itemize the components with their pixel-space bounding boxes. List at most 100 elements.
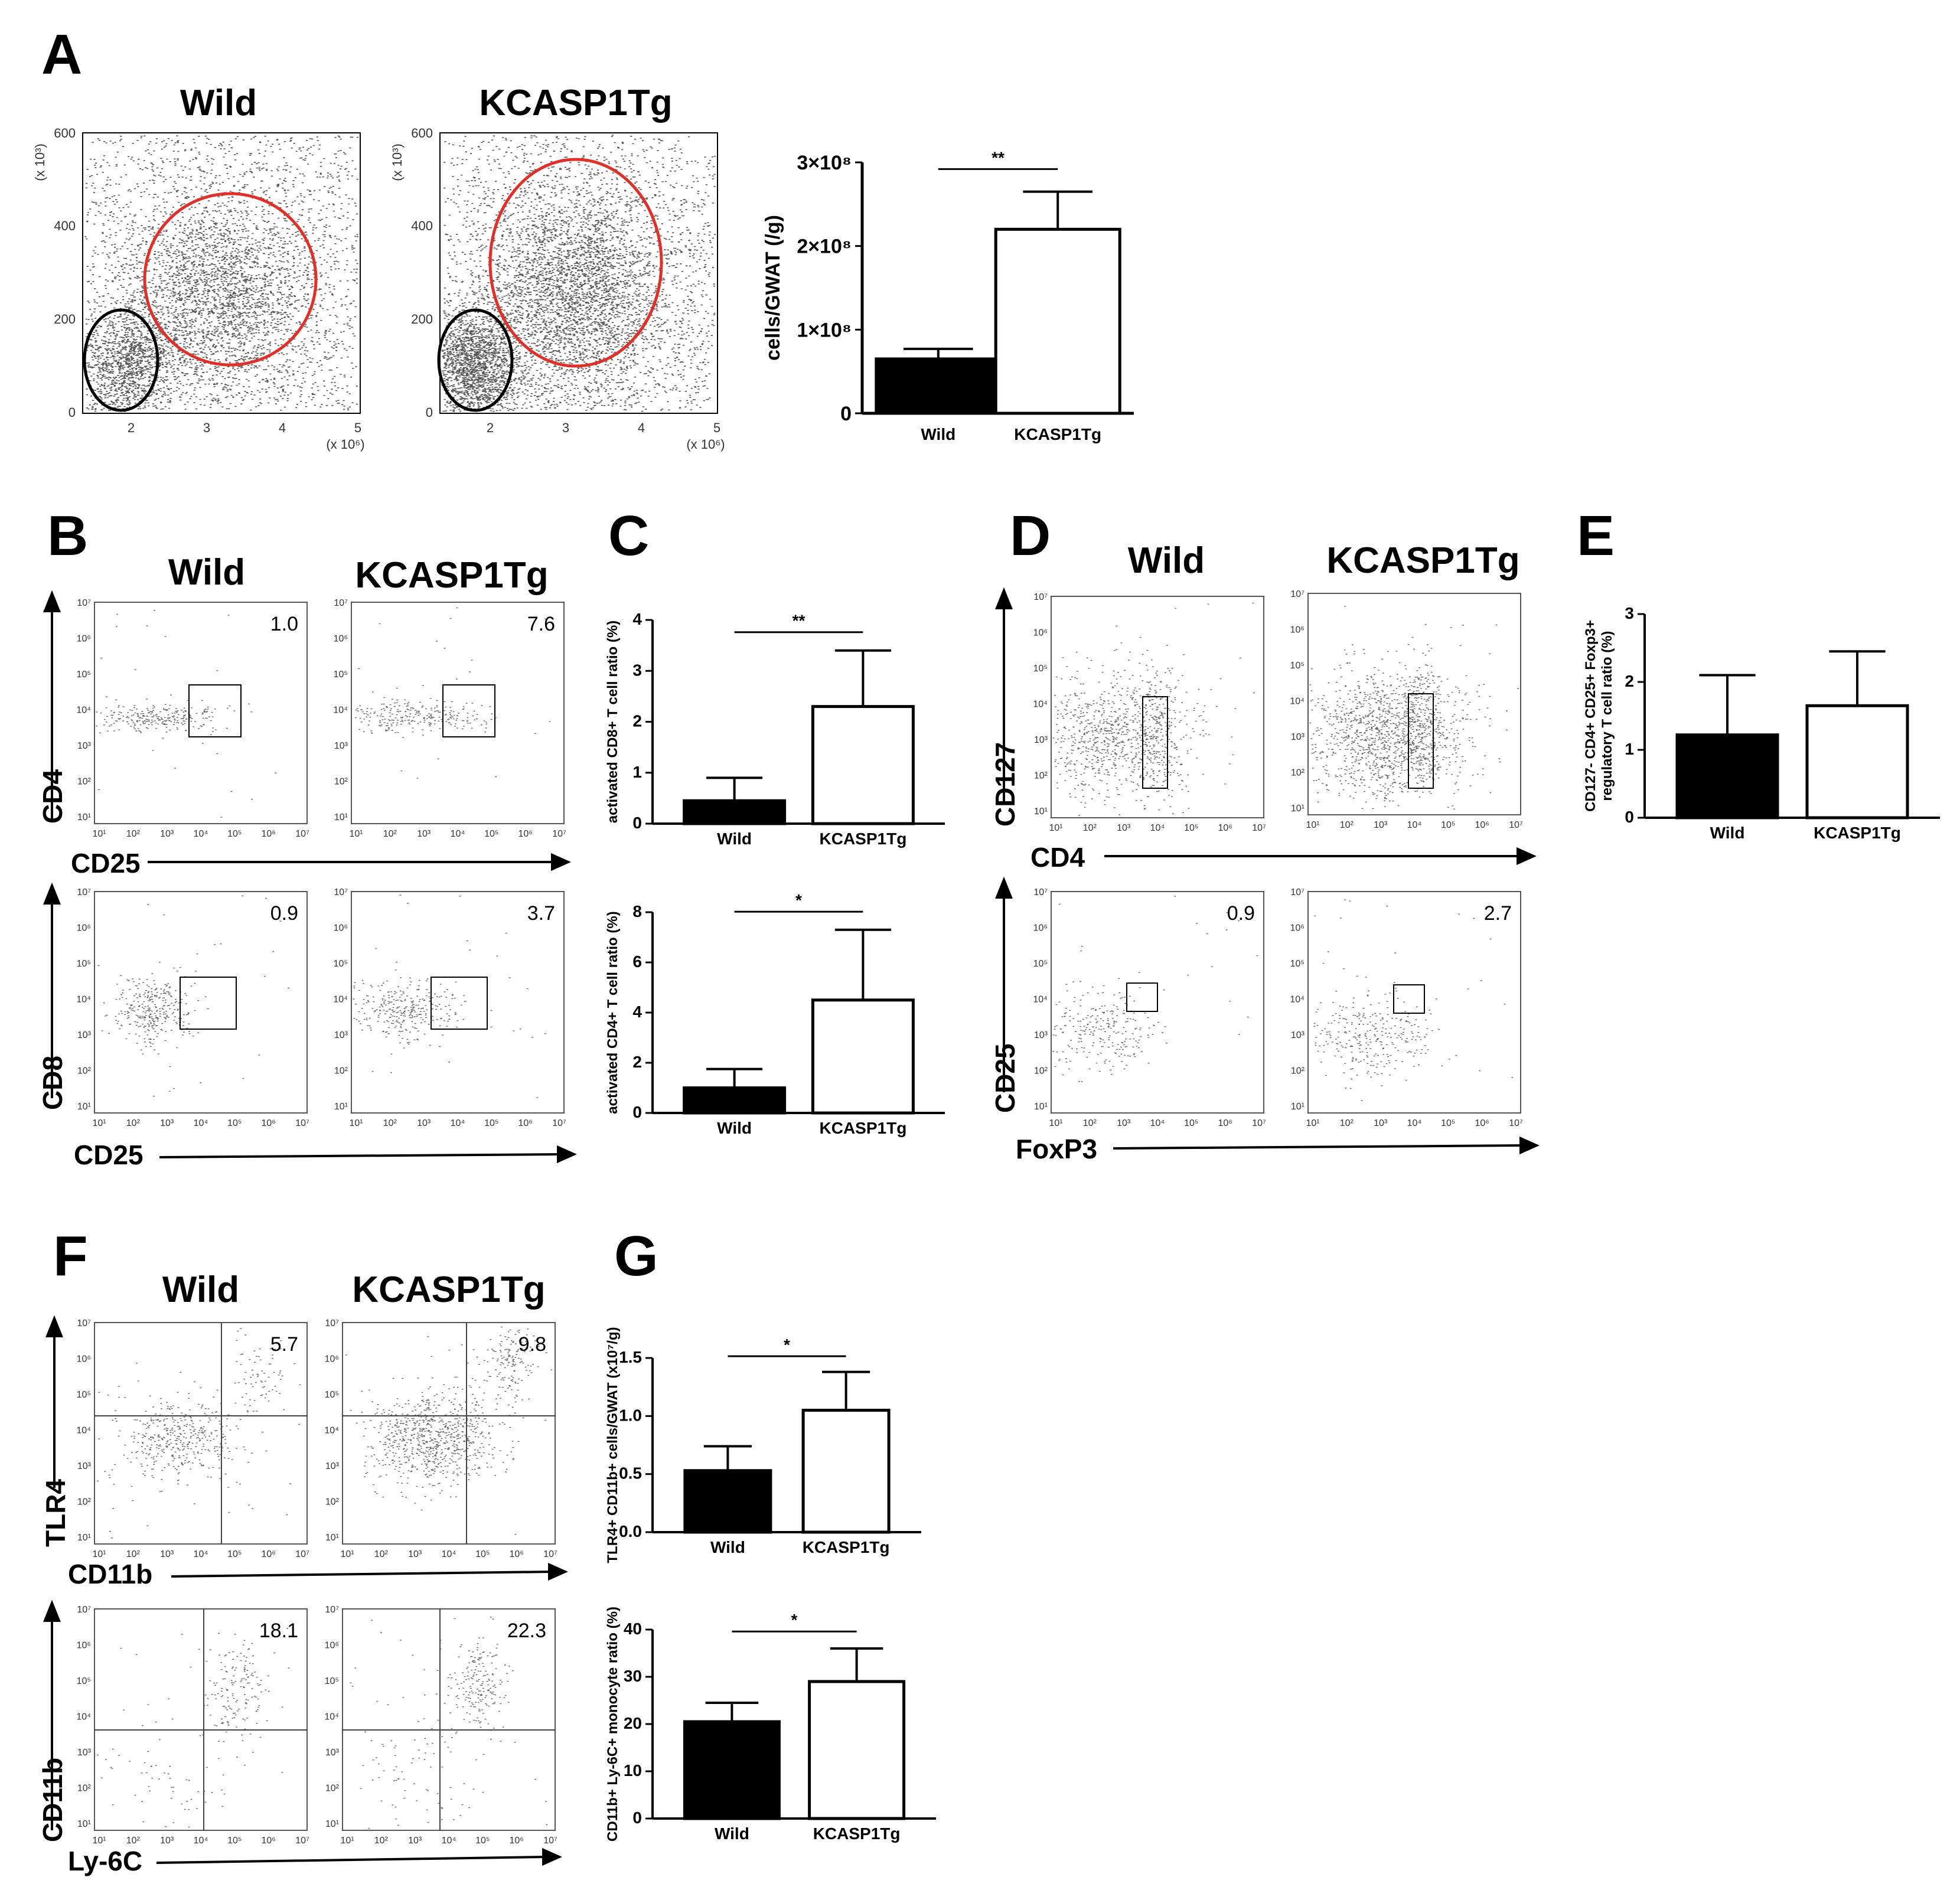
xtick: 10⁶ <box>1218 823 1232 833</box>
category-label: KCASP1Tg <box>803 1538 890 1556</box>
xtick: 10² <box>126 829 141 839</box>
ytick: 10¹ <box>334 1102 348 1112</box>
ytick: 10¹ <box>325 1533 339 1543</box>
ytick-label: 1.0 <box>619 1406 642 1424</box>
xtick: 10³ <box>417 829 431 839</box>
flow-f-tlr4-wild: 10¹10¹10²10²10³10³10⁴10⁴10⁵10⁵10⁶10⁶10⁷1… <box>76 1318 309 1559</box>
category-label: Wild <box>715 1824 749 1843</box>
ytick: 10² <box>1291 1066 1305 1076</box>
gate-percentage: 22.3 <box>507 1620 546 1642</box>
ytick-label: 8 <box>632 902 642 920</box>
xtick: 10⁴ <box>1150 823 1165 833</box>
ytick: 10⁷ <box>325 1318 339 1328</box>
xtick: 10⁵ <box>484 1118 498 1128</box>
ytick: 10⁶ <box>77 1354 91 1364</box>
ytick: 10⁴ <box>76 995 91 1005</box>
axis-label-cd4: CD4 <box>1030 842 1085 873</box>
ytick: 10¹ <box>77 1533 91 1543</box>
plot-frame <box>94 1322 308 1545</box>
ytick: 0 <box>69 405 76 420</box>
xtick: 10³ <box>417 1118 431 1128</box>
flow-f-cd11b-kcasp1tg: 10¹10¹10²10²10³10³10⁴10⁴10⁵10⁵10⁶10⁶10⁷1… <box>324 1605 557 1846</box>
ytick-label: 4 <box>632 610 642 628</box>
ytick: 10⁴ <box>76 1712 91 1722</box>
bar-kcasp1tg <box>811 998 915 1115</box>
axis-arrows <box>43 587 1540 1866</box>
ytick: 10¹ <box>1034 807 1048 817</box>
ytick: 10² <box>77 1784 92 1794</box>
xtick: 10⁶ <box>261 1118 275 1128</box>
ytick: 10⁴ <box>1290 697 1305 707</box>
bar-wild <box>1675 733 1779 820</box>
ytick-label: 2 <box>632 1053 642 1071</box>
xtick: 10³ <box>408 1836 422 1846</box>
xtick: 10⁶ <box>509 1549 523 1559</box>
xtick: 10⁷ <box>1252 823 1266 833</box>
xtick: 10⁵ <box>1441 820 1455 830</box>
xtick: 10¹ <box>340 1549 354 1559</box>
ytick-label: 0 <box>632 1103 642 1121</box>
ytick: 10⁴ <box>76 1426 91 1436</box>
ytick: 10¹ <box>325 1819 339 1829</box>
ytick-label: 20 <box>624 1714 642 1732</box>
xtick: 10⁴ <box>451 829 465 839</box>
xtick: 10² <box>126 1836 141 1846</box>
category-label: KCASP1Tg <box>1014 425 1101 443</box>
ytick: 10² <box>1034 1066 1048 1076</box>
y-axis-label: activated CD4+ T cell ratio (%) <box>605 911 621 1114</box>
ytick: 10³ <box>77 741 92 751</box>
ytick: 10¹ <box>334 812 348 822</box>
ytick: 10⁵ <box>77 1390 91 1400</box>
flow-d-cd127-wild: 10¹10¹10²10²10³10³10⁴10⁴10⁵10⁵10⁶10⁶10⁷1… <box>1033 592 1266 833</box>
ytick: 10⁶ <box>1033 628 1048 638</box>
xtick: 10² <box>126 1549 141 1559</box>
category-label: Wild <box>717 830 752 848</box>
gate-percentage: 1.0 <box>270 613 298 635</box>
ytick: 10¹ <box>1034 1102 1048 1112</box>
xtick: 10¹ <box>92 1549 106 1559</box>
group-title-kcasp1tg-d: KCASP1Tg <box>1326 540 1519 581</box>
plot-frame <box>94 602 308 824</box>
axis-label-cd11b: CD11b <box>68 1559 152 1589</box>
ytick: 10⁵ <box>77 1676 91 1686</box>
xtick: 10³ <box>160 1118 174 1128</box>
gate-box <box>442 684 495 737</box>
ytick: 10³ <box>1034 735 1048 745</box>
ytick: 10³ <box>1291 732 1305 742</box>
plot-frame <box>342 1608 556 1831</box>
bar-wild <box>683 1469 772 1534</box>
ytick: 10⁵ <box>1033 664 1048 674</box>
ytick: 10¹ <box>1291 804 1305 814</box>
ytick: 10⁶ <box>334 923 348 933</box>
ytick: 200 <box>54 312 76 327</box>
xtick: 3 <box>562 420 569 435</box>
xtick: 10² <box>383 1118 397 1128</box>
category-label: KCASP1Tg <box>1814 824 1901 842</box>
group-title-wild-a: Wild <box>180 83 257 123</box>
gate-percentage: 7.6 <box>527 613 555 635</box>
y-axis-label: TLR4+ CD11b+ cells/GWAT (x10⁷/g) <box>605 1327 621 1563</box>
xtick: 10⁷ <box>543 1549 557 1559</box>
flow-b-cd4-wild: 10¹10¹10²10²10³10³10⁴10⁴10⁵10⁵10⁶10⁶10⁷1… <box>76 598 309 839</box>
xtick: 10⁷ <box>1252 1118 1266 1128</box>
xtick: 10⁴ <box>194 829 208 839</box>
plot-frame <box>94 1608 308 1831</box>
ytick: 10⁵ <box>77 959 91 969</box>
xtick: 10⁵ <box>227 1118 242 1128</box>
ytick-label: 2 <box>632 712 642 730</box>
xtick: 10¹ <box>340 1836 354 1846</box>
xtick: 10³ <box>160 829 174 839</box>
ytick: 10⁴ <box>1033 995 1048 1005</box>
bar-kcasp1tg <box>1805 704 1909 820</box>
xtick: 10¹ <box>92 829 106 839</box>
xtick: 10² <box>374 1549 389 1559</box>
ytick: 10⁷ <box>77 887 91 897</box>
xtick: 10² <box>374 1836 389 1846</box>
ytick: 10⁵ <box>1290 959 1305 969</box>
xtick: 10⁵ <box>475 1836 490 1846</box>
axis-label-cd11b: CD11b <box>37 1758 68 1842</box>
xtick: 10⁷ <box>295 1836 309 1846</box>
ytick: 10⁷ <box>334 887 348 897</box>
